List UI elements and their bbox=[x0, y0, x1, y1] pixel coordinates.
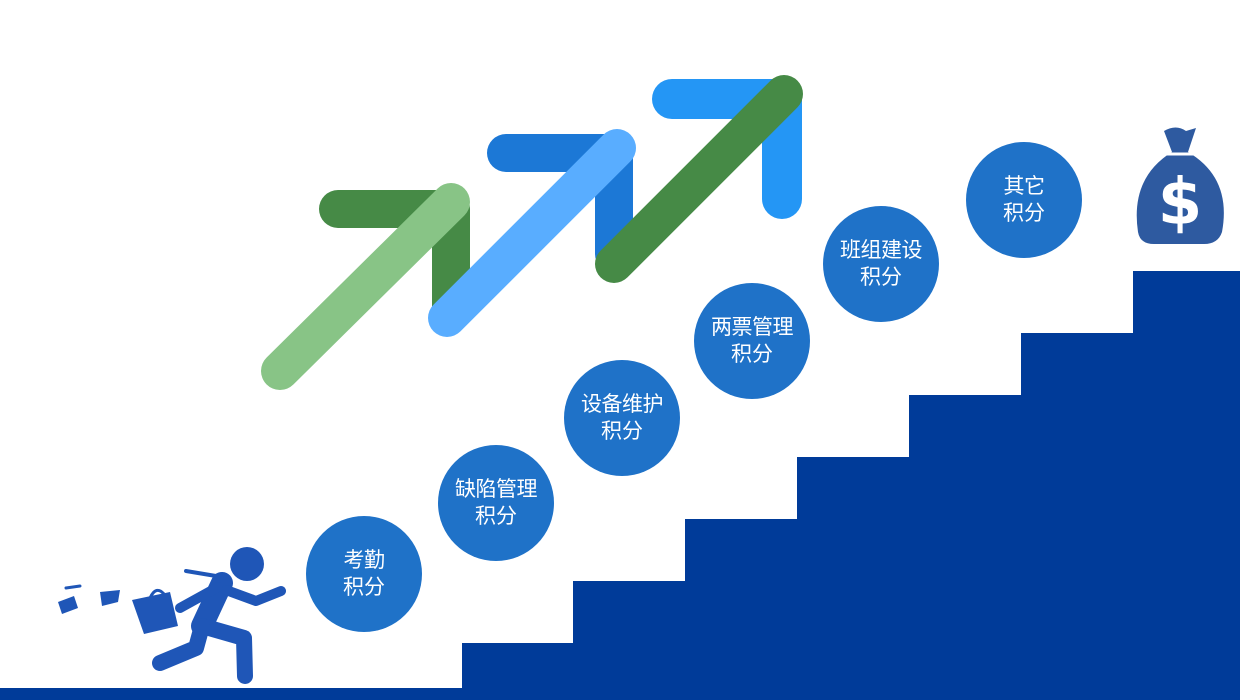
step-label-line2: 积分 bbox=[731, 342, 773, 366]
rising-arrows-icon bbox=[261, 75, 803, 390]
money-bag-icon bbox=[1136, 127, 1224, 244]
step-two-tickets-management: 两票管理 积分 bbox=[694, 283, 810, 399]
staircase bbox=[462, 271, 1240, 700]
step-label-line1: 缺陷管理 bbox=[455, 477, 538, 501]
step-label-line2: 积分 bbox=[1003, 201, 1045, 225]
step-attendance: 考勤 积分 bbox=[306, 516, 422, 632]
arrow-shaft-light-blue bbox=[428, 129, 636, 337]
step-equipment-maintenance: 设备维护 积分 bbox=[564, 360, 680, 476]
arrow-shaft-dark-green bbox=[595, 75, 803, 283]
running-businessman-icon bbox=[58, 547, 286, 684]
step-label-line1: 两票管理 bbox=[711, 315, 794, 339]
step-label-line2: 积分 bbox=[475, 504, 517, 528]
step-label-line1: 其它 bbox=[1003, 174, 1046, 198]
step-label-line1: 设备维护 bbox=[581, 392, 664, 416]
step-label-line1: 班组建设 bbox=[840, 238, 923, 262]
step-label-line1: 考勤 bbox=[343, 548, 386, 572]
step-team-building: 班组建设 积分 bbox=[823, 206, 939, 322]
step-label-line2: 积分 bbox=[343, 575, 385, 599]
step-defect-management: 缺陷管理 积分 bbox=[438, 445, 554, 561]
arrow-shaft-light-green bbox=[261, 183, 470, 390]
step-other: 其它 积分 bbox=[966, 142, 1082, 258]
step-label-line2: 积分 bbox=[860, 265, 902, 289]
money-bag-symbol: $ bbox=[1158, 166, 1203, 240]
step-label-line2: 积分 bbox=[601, 419, 643, 443]
